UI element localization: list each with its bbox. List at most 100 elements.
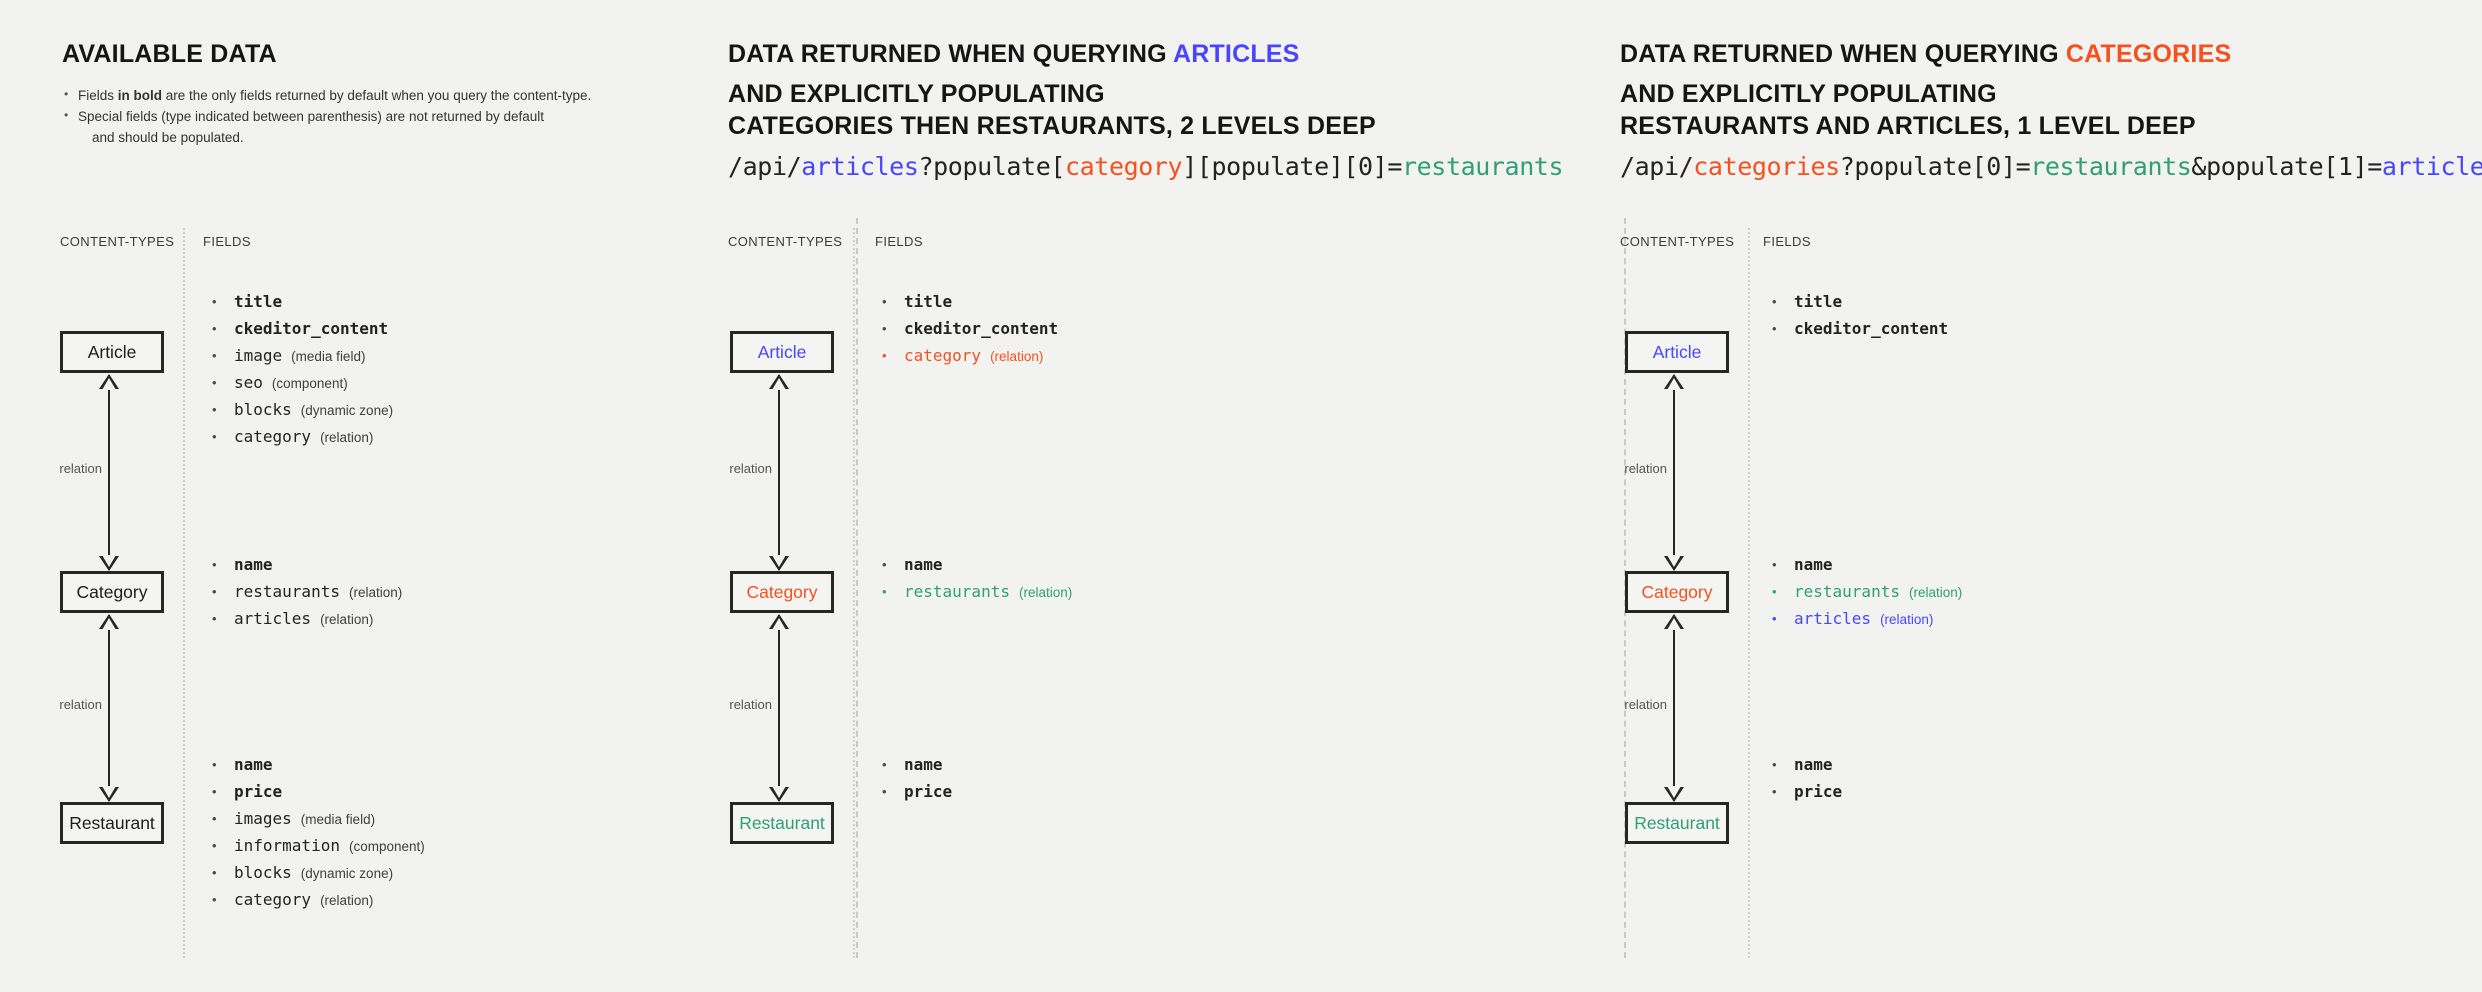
field-name: blocks [234, 400, 292, 419]
field-type: (relation) [1908, 585, 1963, 600]
content-type-box-restaurant[interactable]: Restaurant [730, 802, 834, 844]
api-query-segment: restaurants [2030, 152, 2192, 181]
field-list-article: titleckeditor_contentcategory(relation) [882, 292, 1058, 373]
field-row: name [212, 555, 402, 576]
field-list-category: name restaurants (relation)articles (relati… [212, 555, 402, 636]
field-name: articles [234, 609, 312, 628]
field-type: (dynamic zone) [300, 866, 394, 881]
content-type-box-restaurant[interactable]: Restaurant [60, 802, 164, 844]
content-type-box-article[interactable]: Article [60, 331, 164, 373]
content-type-box-category[interactable]: Category [1625, 571, 1729, 613]
arrow-head-down-icon [769, 786, 789, 802]
field-list-category: name restaurants (relation) articles (relati… [1772, 555, 1962, 636]
field-name: name [904, 755, 943, 774]
field-list-restaurant: nameprice [1772, 755, 1842, 809]
column-label-content-types: CONTENT-TYPES [60, 234, 175, 249]
field-row: title [212, 292, 393, 313]
api-query-segment: /api/ [728, 152, 802, 181]
field-name: restaurants [1794, 582, 1900, 601]
field-row: name [1772, 755, 1842, 776]
content-type-label: Restaurant [1634, 812, 1720, 833]
content-type-label: Article [87, 341, 137, 362]
legend-note-item: and should be populated. [62, 128, 602, 147]
content-type-label: Article [757, 341, 807, 362]
field-row: blocks (dynamic zone) [212, 863, 425, 884]
field-type: (relation) [320, 430, 374, 445]
panel-querying-categories [1624, 0, 2482, 992]
field-row: images(media field) [212, 809, 425, 830]
column-label-fields: FIELDS [203, 234, 251, 249]
field-type: (relation) [1018, 585, 1073, 600]
field-row: blocks (dynamic zone) [212, 400, 393, 421]
heading-text: RESTAURANTS AND ARTICLES, 1 LEVEL DEEP [1620, 112, 2196, 140]
field-row: articles (relation) [212, 609, 402, 630]
relation-edge-label: relation [1624, 461, 1667, 476]
panel-heading-line: DATA RETURNED WHEN QUERYING CATEGORIES [1620, 38, 2231, 70]
content-type-label: Category [76, 581, 148, 602]
field-name: name [1794, 555, 1833, 574]
field-name: ckeditor_content [234, 319, 389, 338]
note-text: and should be populated. [92, 130, 244, 145]
note-bold-term: in bold [117, 88, 163, 103]
heading-accent-term: ARTICLES [1172, 40, 1300, 68]
field-type: (relation) [320, 612, 374, 627]
relation-arrow [1662, 374, 1686, 571]
field-name: blocks [234, 863, 292, 882]
content-type-label: Category [746, 581, 818, 602]
legend-note-item: Special fields (type indicated between p… [62, 106, 602, 126]
field-list-restaurant: name price images(media field) information (… [212, 755, 425, 917]
content-type-box-article[interactable]: Article [730, 331, 834, 373]
heading-text: AND EXPLICITLY POPULATING [1620, 80, 1997, 108]
heading-text: DATA RETURNED WHEN QUERYING [728, 40, 1173, 68]
relation-edge-label: relation [59, 461, 102, 476]
api-query-segment: &populate[1]= [2191, 152, 2382, 181]
field-name: name [904, 555, 943, 574]
field-name: title [234, 292, 283, 311]
field-row: name [1772, 555, 1962, 576]
field-row: restaurants (relation) [1772, 582, 1962, 603]
column-dotted-divider [1748, 228, 1750, 958]
content-type-label: Restaurant [739, 812, 825, 833]
arrow-head-up-icon [1664, 614, 1684, 630]
api-query-segment: /api/ [1620, 152, 1694, 181]
field-name: restaurants [904, 582, 1010, 601]
api-query-segment: category [1065, 152, 1183, 181]
api-query-segment: ?populate[ [918, 152, 1065, 181]
field-name: category [234, 890, 312, 909]
panel-heading-line: AND EXPLICITLY POPULATING [728, 78, 1105, 110]
arrow-shaft [1673, 375, 1675, 570]
field-name: articles [1794, 609, 1872, 628]
field-name: price [234, 782, 283, 801]
column-dotted-divider [853, 228, 855, 958]
content-type-box-category[interactable]: Category [60, 571, 164, 613]
field-name: name [234, 555, 273, 574]
content-type-box-category[interactable]: Category [730, 571, 834, 613]
content-type-box-article[interactable]: Article [1625, 331, 1729, 373]
panel-querying-articles [856, 0, 1624, 992]
content-type-box-restaurant[interactable]: Restaurant [1625, 802, 1729, 844]
field-row: image(media field) [212, 346, 393, 367]
field-name: images [234, 809, 292, 828]
field-row: name [882, 755, 952, 776]
field-list-article: titleckeditor_contentimage(media field)s… [212, 292, 393, 454]
relation-edge-label: relation [729, 697, 772, 712]
field-list-restaurant: nameprice [882, 755, 952, 809]
arrow-head-down-icon [99, 786, 119, 802]
field-name: restaurants [234, 582, 340, 601]
arrow-head-up-icon [1664, 374, 1684, 390]
column-label-content-types: CONTENT-TYPES [1620, 234, 1735, 249]
field-name: name [234, 755, 273, 774]
field-row: restaurants (relation) [882, 582, 1072, 603]
api-query-segment: restaurants [1402, 152, 1564, 181]
field-row: category(relation) [212, 890, 425, 911]
field-row: name [882, 555, 1072, 576]
api-query-segment: articles [2381, 152, 2482, 181]
panel-heading-line: CATEGORIES THEN RESTAURANTS, 2 LEVELS DE… [728, 110, 1376, 142]
field-type: (dynamic zone) [300, 403, 394, 418]
arrow-head-up-icon [99, 374, 119, 390]
panel-heading-line: RESTAURANTS AND ARTICLES, 1 LEVEL DEEP [1620, 110, 2196, 142]
field-name: information [234, 836, 340, 855]
arrow-head-down-icon [769, 555, 789, 571]
field-row: ckeditor_content [882, 319, 1058, 340]
note-text: Special fields (type indicated between p… [78, 109, 545, 124]
